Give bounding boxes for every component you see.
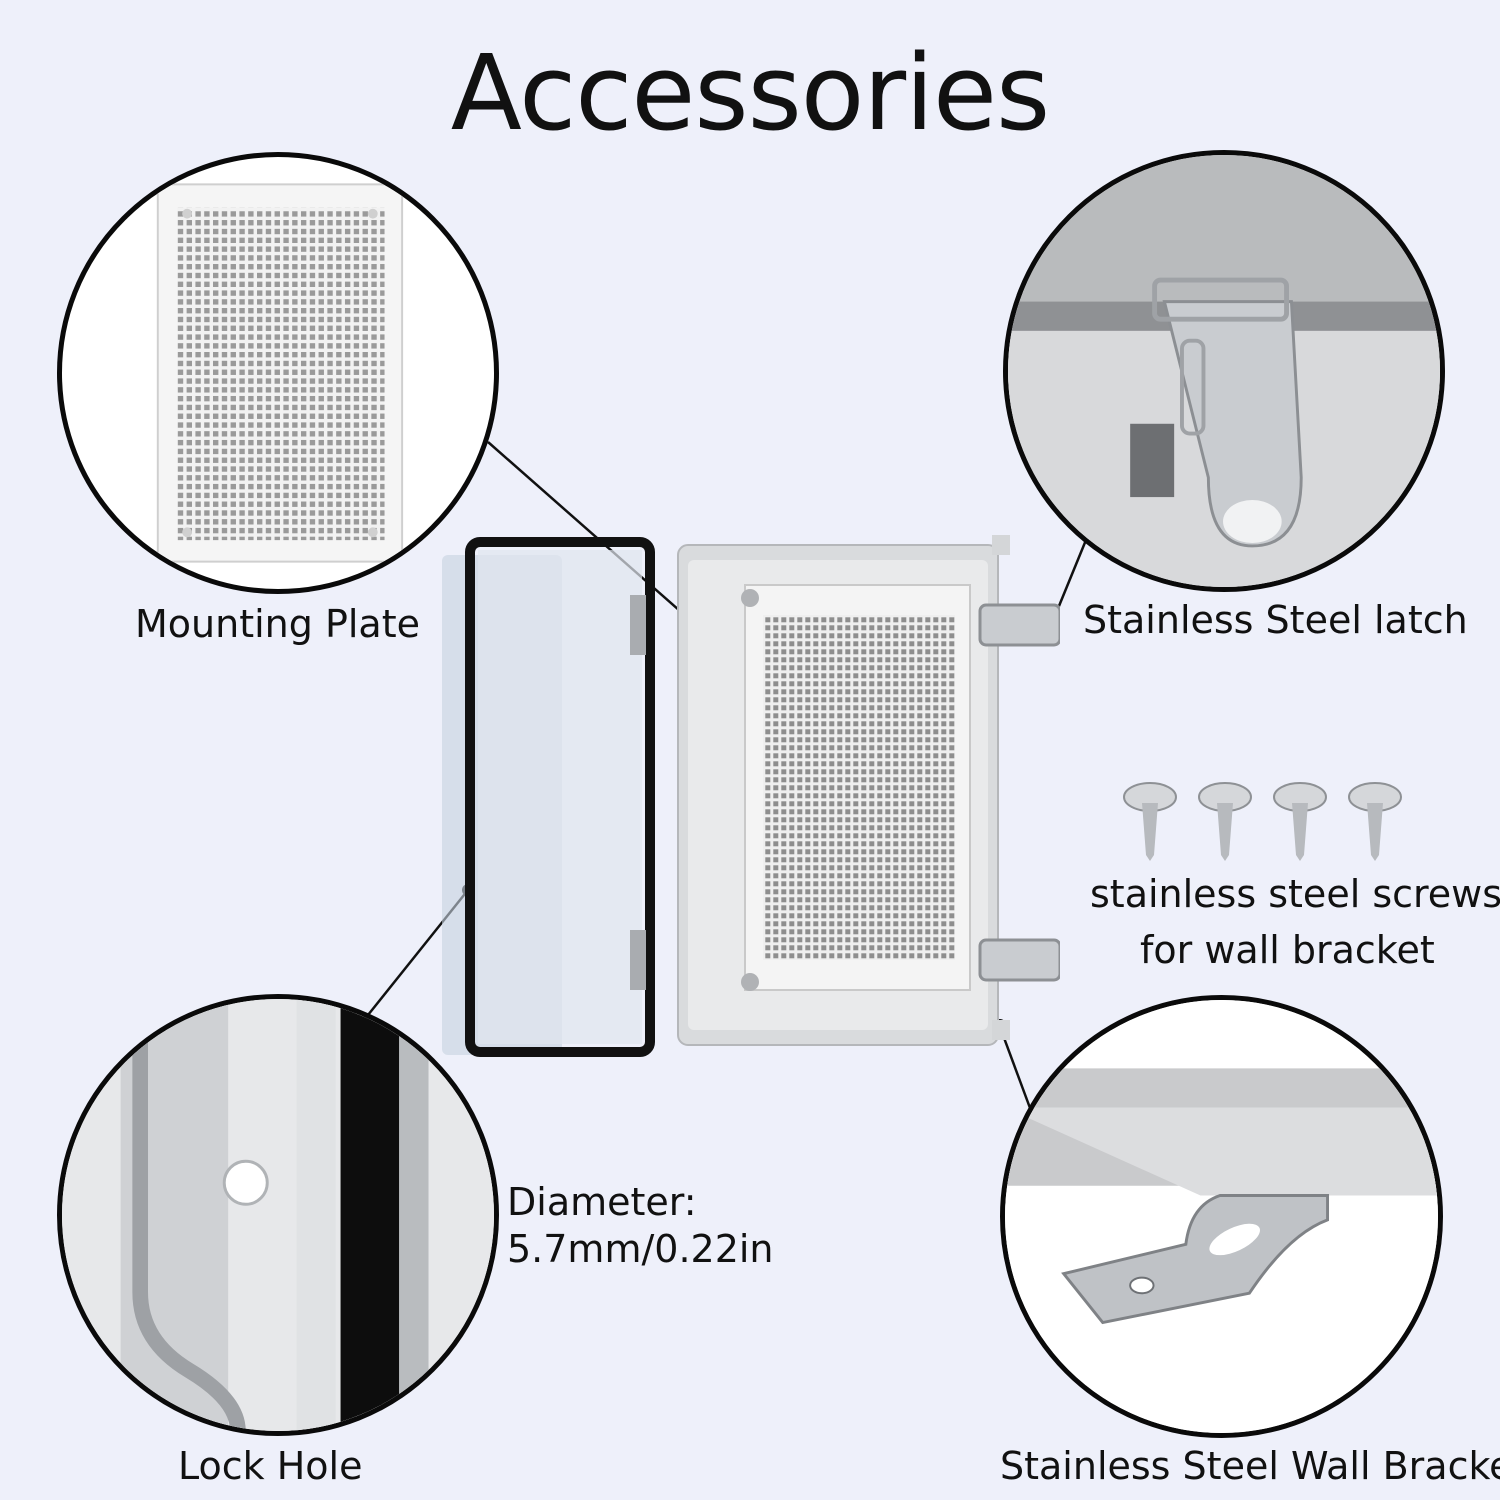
screws-group [1123,782,1402,861]
wall-bracket-illustration [1005,1000,1438,1433]
page-title: Accessories [450,32,1050,154]
diameter-label-line1: Diameter: [507,1180,697,1224]
diameter-label-line2: 5.7mm/0.22in [507,1227,774,1271]
wall-bracket-label: Stainless Steel Wall Bracket [1000,1444,1500,1488]
screw-icon [1273,782,1327,861]
screws-label-line2: for wall bracket [1140,928,1435,972]
mounting-plate-circle [57,152,499,594]
lock-hole-label: Lock Hole [178,1444,363,1488]
lock-hole-illustration [62,999,494,1431]
latch-label: Stainless Steel latch [1083,598,1468,642]
latch-illustration [1008,155,1440,587]
mounting-plate-label: Mounting Plate [135,602,420,646]
wall-bracket-circle [1000,995,1443,1438]
screw-icon [1198,782,1252,861]
mounting-plate-illustration [156,183,404,563]
screws-label-line1: stainless steel screws [1090,872,1500,916]
screw-icon [1123,782,1177,861]
enclosure-illustration [420,520,1062,1080]
latch-circle [1003,150,1445,592]
screw-icon [1348,782,1402,861]
lock-hole-circle [57,994,499,1436]
